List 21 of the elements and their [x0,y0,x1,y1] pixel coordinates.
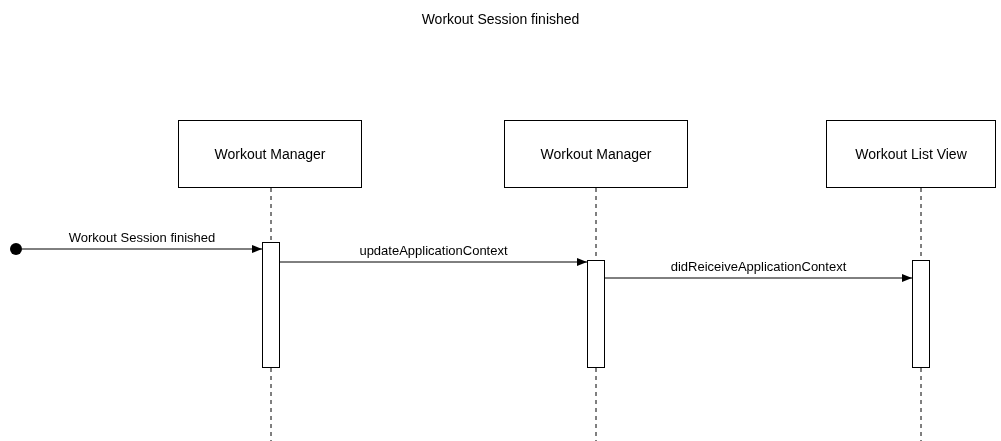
diagram-title: Workout Session finished [420,11,581,27]
lifeline-name: Workout List View [855,146,967,162]
edge-label: updateApplicationContext [358,243,509,258]
lifeline-header-box [826,120,996,188]
lifeline [920,367,922,441]
activation-bar [587,260,605,368]
lifeline-header-box [504,120,688,188]
lifeline-name: Workout Manager [214,146,326,162]
edge-label: didReiceiveApplicationContext [669,259,848,274]
lifeline [595,367,597,441]
activation-bar [262,242,280,368]
lifeline-name: Workout Manager [540,146,652,162]
start-dot [10,243,22,255]
message-arrow [279,258,588,266]
lifeline [270,187,272,243]
message-arrow [604,274,913,282]
lifeline [270,367,272,441]
activation-bar [912,260,930,368]
lifeline-header-box [178,120,362,188]
edge-label: Workout Session finished [67,230,217,245]
message-arrow [21,245,263,253]
